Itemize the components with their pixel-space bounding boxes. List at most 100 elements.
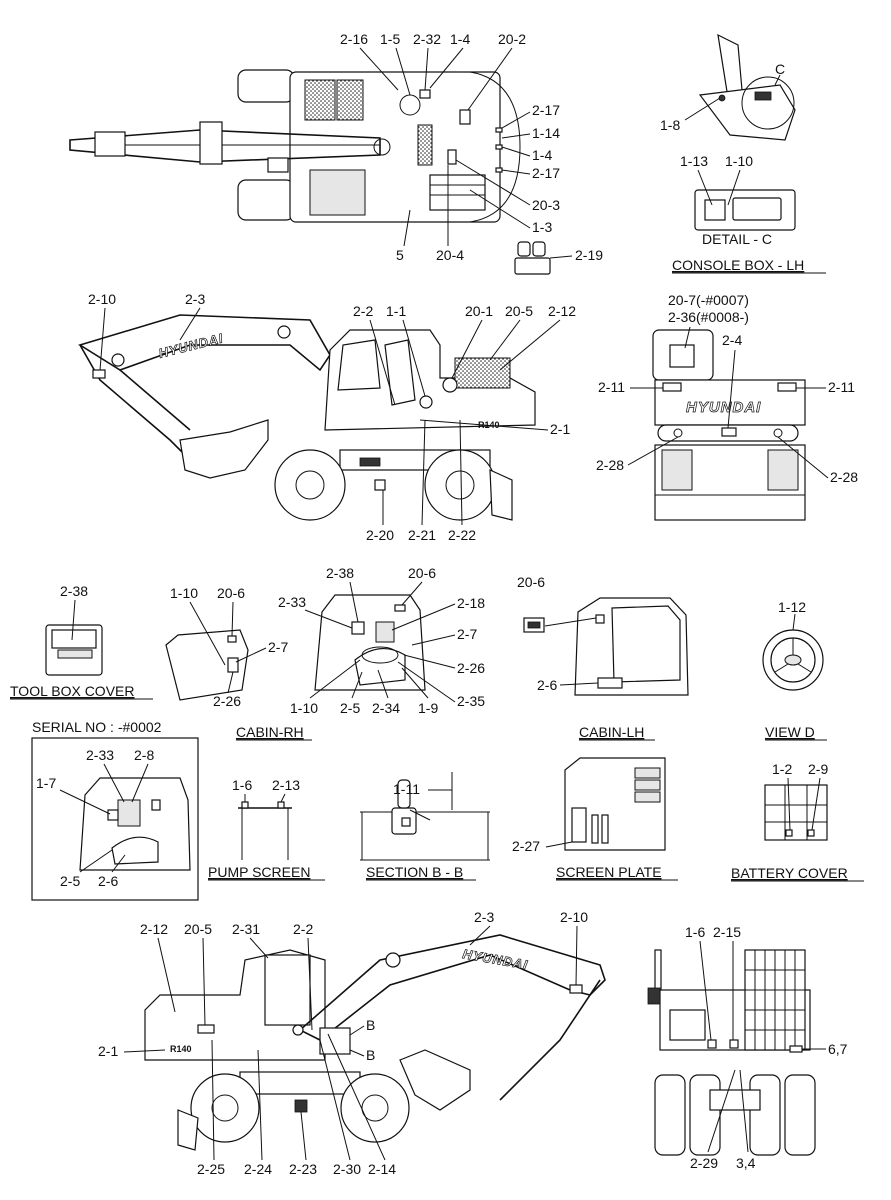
callout: 2-28 [830, 469, 858, 485]
caption-detail-c: DETAIL - C [702, 231, 772, 247]
callout: 2-32 [413, 31, 441, 47]
battery-cover: 1-2 2-9 BATTERY COVER [731, 761, 864, 882]
callout: 1-2 [772, 761, 792, 777]
callout: 2-15 [713, 924, 741, 940]
callout: 2-11 [828, 379, 855, 395]
callouts-cabin-rh-inner: 2-38 20-6 2-33 2-18 2-7 2-26 2-35 1-10 2… [278, 565, 485, 716]
svg-text:R140: R140 [170, 1044, 192, 1054]
callout: 2-11 [598, 379, 625, 395]
side-view-left: HYUNDAI R140 [78, 314, 536, 521]
callout: 2-12 [140, 921, 168, 937]
pump-screen: 1-6 2-13 PUMP SCREEN [208, 777, 325, 881]
callout: 6,7 [828, 1041, 848, 1057]
callout: 20-6 [217, 585, 245, 601]
callout: 20-2 [498, 31, 526, 47]
callout: 2-14 [368, 1161, 396, 1177]
front-view [647, 949, 816, 1156]
callout: 2-6 [537, 677, 557, 693]
callout: 2-38 [60, 583, 88, 599]
svg-text:HYUNDAI: HYUNDAI [461, 946, 529, 972]
callout: 2-3 [474, 909, 494, 925]
screen-plate: 2-27 SCREEN PLATE [512, 757, 678, 881]
callout: 2-1 [550, 421, 570, 437]
callout: 3,4 [736, 1155, 756, 1171]
callout: 2-27 [512, 838, 540, 854]
callout: 2-4 [722, 332, 742, 348]
callout: 2-36(#0008-) [668, 309, 749, 325]
caption-view-d: VIEW D [765, 724, 815, 740]
callouts-front: 1-6 2-15 6,7 2-29 3,4 [685, 924, 848, 1171]
callout: 20-3 [532, 197, 560, 213]
console-box-lh: C 1-8 1-13 1-10 DETAIL - C CONSOLE BOX -… [660, 33, 826, 274]
callout: 2-5 [340, 700, 360, 716]
callouts-top-view: 2-16 1-5 2-32 1-4 20-2 2-17 1-14 1-4 2-1… [340, 31, 603, 263]
caption-pump-screen: PUMP SCREEN [208, 864, 310, 880]
callout: 1-6 [685, 924, 705, 940]
callout: 2-2 [353, 303, 373, 319]
callout: 2-33 [278, 594, 306, 610]
caption-tool-box-cover: TOOL BOX COVER [10, 683, 134, 699]
callout: 2-28 [596, 457, 624, 473]
callout: 1-12 [778, 599, 806, 615]
callout: 1-13 [680, 153, 708, 169]
callout: 1-1 [386, 303, 406, 319]
caption-cabin-rh: CABIN-RH [236, 724, 304, 740]
callout: 2-29 [690, 1155, 718, 1171]
side-view-right: R140 HYUNDAI [144, 934, 606, 1151]
svg-text:HYUNDAI: HYUNDAI [157, 330, 225, 361]
callout: C [775, 61, 785, 77]
callout: 1-4 [532, 147, 552, 163]
callout: 2-13 [272, 777, 300, 793]
callout: 20-4 [436, 247, 464, 263]
callout: 2-24 [244, 1161, 272, 1177]
callout: 2-35 [457, 693, 485, 709]
callout: 20-5 [184, 921, 212, 937]
callout: 1-3 [532, 219, 552, 235]
tool-box-cover: 2-38 TOOL BOX COVER [10, 583, 153, 700]
caption-screen-plate: SCREEN PLATE [556, 864, 662, 880]
callout: 20-5 [505, 303, 533, 319]
callout: 2-30 [333, 1161, 361, 1177]
boom-brand-left: HYUNDAI [157, 330, 226, 361]
view-d: 1-12 VIEW D [762, 599, 827, 741]
part-2-19 [514, 241, 551, 275]
cabin-lh: 20-6 2-6 CABIN-LH [517, 574, 689, 741]
rear-view: HYUNDAI [652, 329, 806, 521]
callout: 2-17 [532, 165, 560, 181]
callouts-rear: 20-7(-#0007) 2-36(#0008-) 2-4 2-11 2-11 … [596, 292, 858, 485]
callout: 2-7 [268, 639, 288, 655]
callout: 2-8 [134, 747, 154, 763]
callout: 2-10 [88, 291, 116, 307]
callout: 1-6 [232, 777, 252, 793]
callout: 2-23 [289, 1161, 317, 1177]
callout: 20-6 [408, 565, 436, 581]
callout: 20-7(-#0007) [668, 292, 749, 308]
callout: 2-16 [340, 31, 368, 47]
callout: 2-22 [448, 527, 476, 543]
callout: 2-6 [98, 873, 118, 889]
callout: 1-8 [660, 117, 680, 133]
caption-battery-cover: BATTERY COVER [731, 865, 848, 881]
callout: 2-31 [232, 921, 260, 937]
callout: 2-21 [408, 527, 436, 543]
boom-brand-right: HYUNDAI [461, 946, 530, 973]
top-view [69, 69, 521, 223]
callout: 2-1 [98, 1043, 118, 1059]
callout: 2-34 [372, 700, 400, 716]
callout: 2-26 [457, 660, 485, 676]
callout: 1-9 [418, 700, 438, 716]
callout: 2-19 [575, 247, 603, 263]
callout: 1-10 [290, 700, 318, 716]
caption-console-box: CONSOLE BOX - LH [672, 257, 804, 273]
caption-serial-no: SERIAL NO : -#0002 [32, 719, 162, 735]
callouts-side-left: 2-10 2-3 2-2 1-1 20-1 20-5 2-12 2-1 2-20… [88, 291, 576, 543]
cabin-rh-inner: CABIN-RH [236, 594, 426, 741]
callout: 2-9 [808, 761, 828, 777]
callout: B [366, 1047, 375, 1063]
callout: 2-3 [185, 291, 205, 307]
callout: 2-5 [60, 873, 80, 889]
serial-no-box: SERIAL NO : -#0002 2-33 2-8 1-7 2-5 2-6 [31, 719, 199, 901]
callout: 2-25 [197, 1161, 225, 1177]
callout: 2-7 [457, 626, 477, 642]
